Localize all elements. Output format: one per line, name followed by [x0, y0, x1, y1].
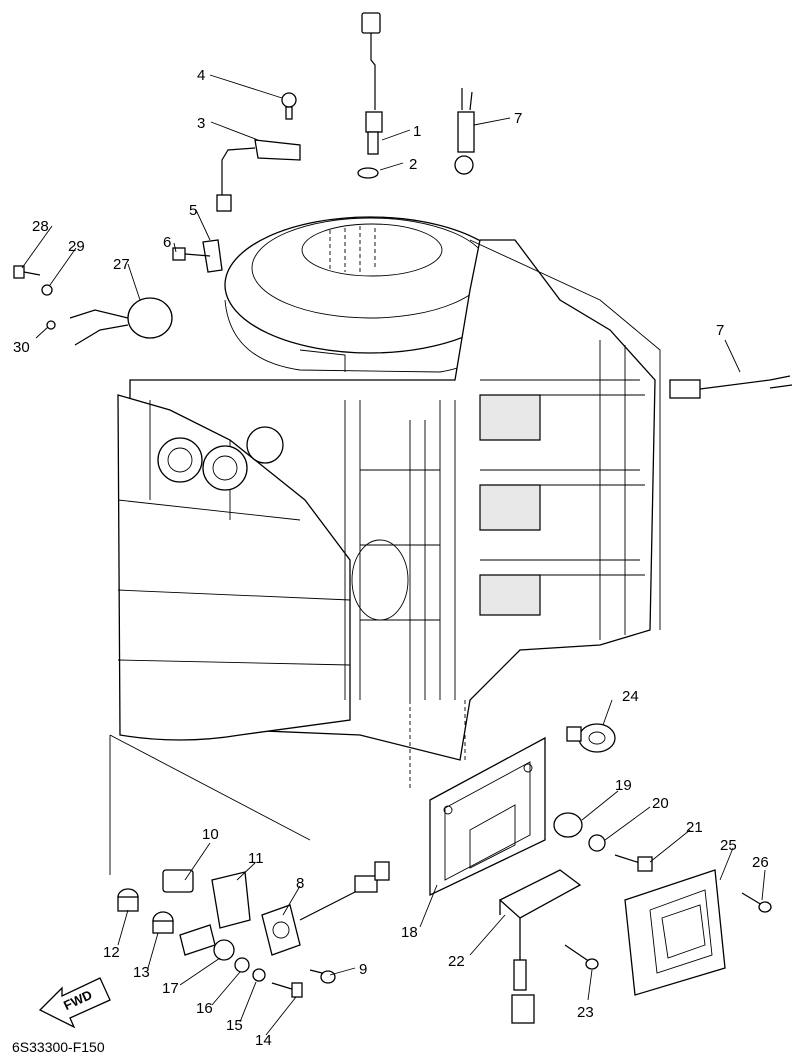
- callout-29: 29: [68, 238, 85, 255]
- callout-16: 16: [196, 1000, 213, 1017]
- part-13-bushing: [152, 911, 174, 934]
- callout-13: 13: [133, 964, 150, 981]
- callout-7-top: 7: [514, 110, 522, 127]
- part-10-sensor: [162, 869, 194, 893]
- part-29-washer: [41, 284, 53, 296]
- part-3-lead-bracket: [216, 139, 301, 212]
- callout-17: 17: [162, 980, 179, 997]
- callout-11: 11: [248, 850, 264, 867]
- callout-12: 12: [103, 944, 120, 961]
- callout-2: 2: [409, 156, 417, 173]
- part-24-grommet: [566, 723, 616, 753]
- part-7-thermoswitch-top: [454, 88, 475, 175]
- part-1-thermo-sensor: [361, 12, 383, 155]
- part-20-collar: [588, 834, 606, 852]
- callout-5: 5: [189, 202, 197, 219]
- callout-10: 10: [202, 826, 219, 843]
- part-30-washer: [46, 320, 56, 330]
- callout-20: 20: [652, 795, 669, 812]
- callout-1: 1: [413, 123, 421, 140]
- part-16-washer: [234, 957, 250, 973]
- part-8-throttle-sensor: [261, 861, 390, 956]
- part-15-washer: [252, 968, 266, 982]
- callout-9: 9: [359, 961, 367, 978]
- callout-15: 15: [226, 1017, 243, 1034]
- callout-14: 14: [255, 1032, 272, 1049]
- part-12-collar: [117, 888, 139, 912]
- fwd-arrow: FWD: [38, 977, 111, 1029]
- part-18-junction-cover: [409, 700, 546, 897]
- part-11-bracket: [211, 871, 251, 929]
- part-4-screw: [281, 92, 297, 120]
- callout-26: 26: [752, 854, 769, 871]
- callout-22: 22: [448, 953, 465, 970]
- callout-8: 8: [296, 875, 304, 892]
- callout-21: 21: [686, 819, 703, 836]
- callout-4: 4: [197, 67, 205, 84]
- callout-25: 25: [720, 837, 737, 854]
- callout-18: 18: [401, 924, 418, 941]
- callout-labels: 1 2 3 4 5 6 7 7 8 9 10 11 12 13 14 15 16…: [13, 67, 769, 1049]
- leader-lines: [21, 74, 766, 1036]
- callout-30: 30: [13, 339, 30, 356]
- part-17-washer: [213, 939, 235, 961]
- part-27-ignition-coil: [69, 297, 173, 346]
- part-21-bolt: [614, 854, 653, 872]
- part-9-screw: [309, 969, 336, 984]
- callout-7-right: 7: [716, 322, 724, 339]
- part-17-link: [179, 924, 216, 956]
- callout-24: 24: [622, 688, 639, 705]
- callout-3: 3: [197, 115, 205, 132]
- part-5-clamp: [202, 239, 223, 273]
- part-14-bolt: [271, 982, 303, 998]
- part-22-rectifier-regulator: [498, 869, 582, 1024]
- figure-code: 6S33300-F150: [12, 1039, 105, 1055]
- part-26-screw: [741, 892, 772, 913]
- engine-block-illustration: [117, 216, 661, 761]
- part-23-screw: [564, 944, 599, 970]
- callout-19: 19: [615, 777, 632, 794]
- part-25-cover-plate: [624, 869, 726, 996]
- part-7-thermoswitch-right: [669, 375, 793, 399]
- callout-28: 28: [32, 218, 49, 235]
- callout-23: 23: [577, 1004, 594, 1021]
- lower-left-group-outline: [109, 734, 311, 875]
- part-19-cap: [553, 812, 583, 838]
- part-28-bolt: [13, 265, 41, 279]
- callout-6: 6: [163, 234, 171, 251]
- callout-27: 27: [113, 256, 130, 273]
- part-2-washer: [357, 167, 379, 179]
